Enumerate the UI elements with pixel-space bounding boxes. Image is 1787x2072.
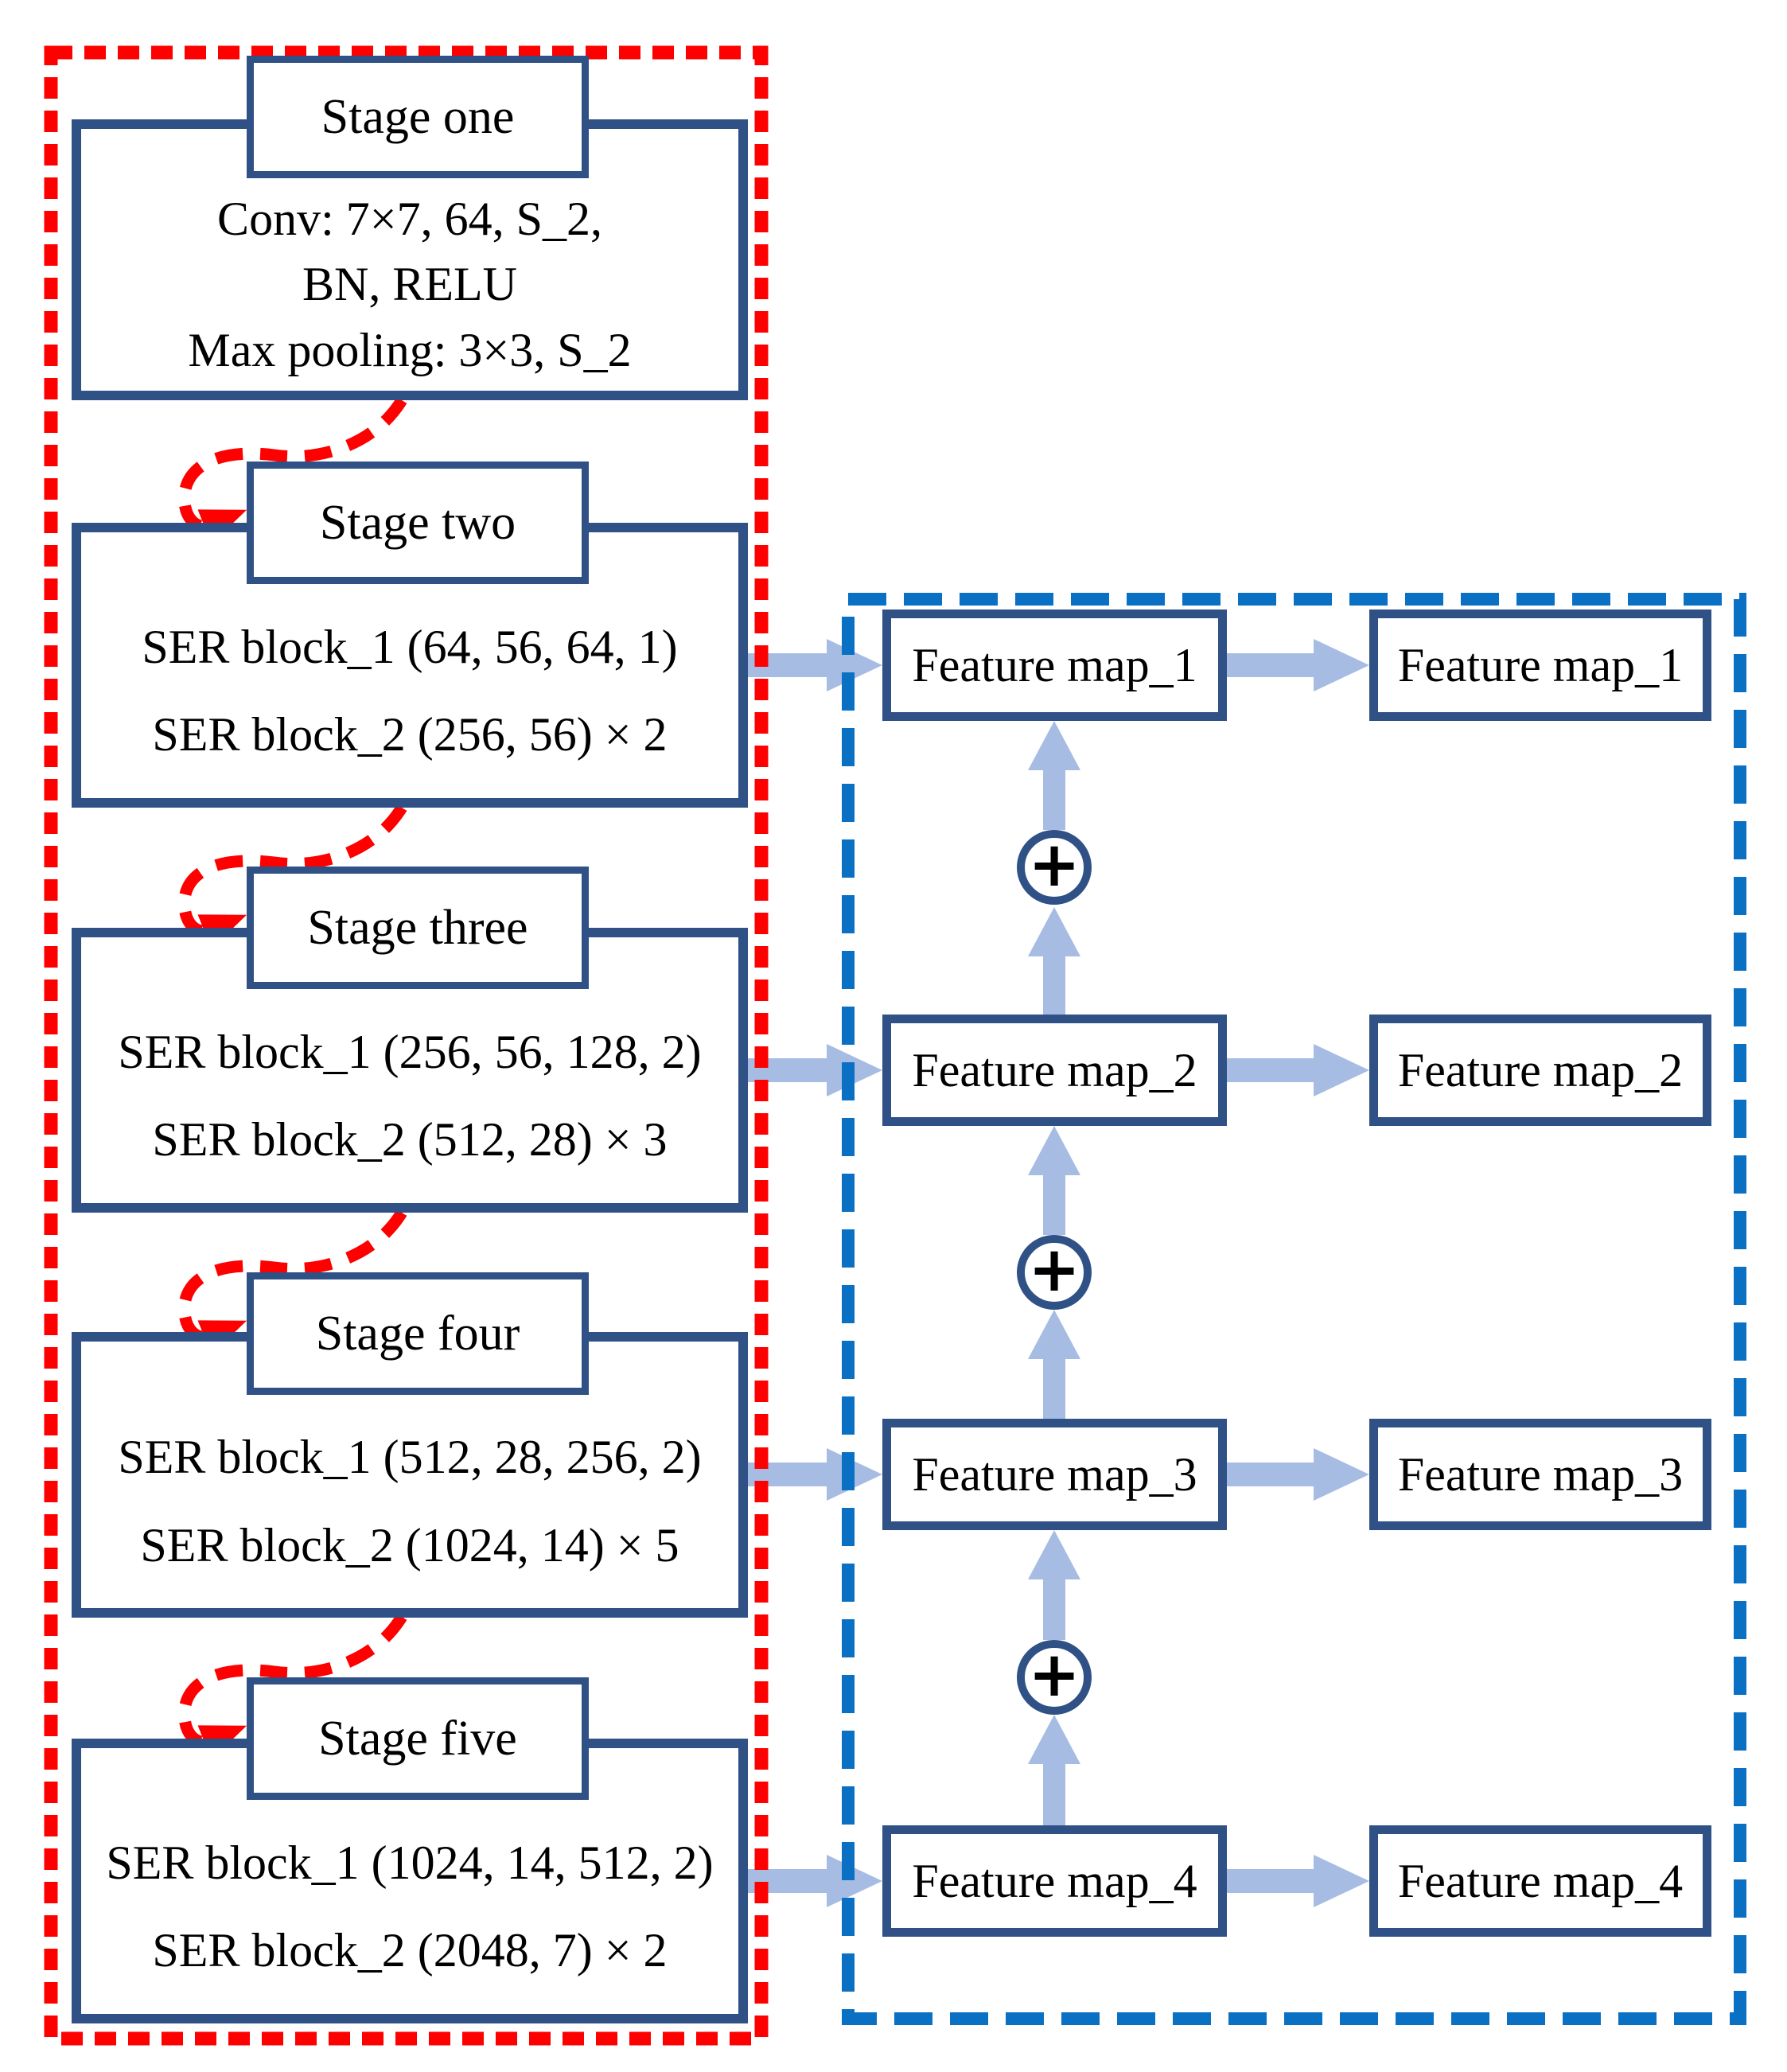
feature-map-1-right-box: Feature map_1 [1369,610,1711,721]
arrow-add-1-to-feature-map-1 [1028,721,1080,830]
feature-map-4-left-box: Feature map_4 [882,1825,1227,1937]
feature-map-3-left-box: Feature map_3 [882,1419,1227,1530]
arrow-feature-map-2-to-add-1 [1028,907,1080,1015]
feature-map-4-left-label: Feature map_4 [912,1854,1197,1907]
stage-five-title: Stage five [247,1677,589,1800]
feature-map-3-right-box: Feature map_3 [1369,1419,1711,1530]
stage-two-line-1: SER block_1 (64, 56, 64, 1) [142,620,678,673]
arrow-stage-three-to-stage-four [178,1209,407,1355]
stage-one-line-1: Conv: 7×7, 64, S_2, [217,192,602,245]
backbone-region-outline [44,45,769,2046]
feature-map-1-right-label: Feature map_1 [1397,638,1684,691]
arrow-feature-map-3-to-add-2 [1028,1310,1080,1419]
add-node-2: + [1017,1235,1092,1310]
stage-three-title-label: Stage three [307,900,528,955]
stage-four-line-2: SER block_2 (1024, 14) × 5 [140,1518,679,1572]
arrow-stage-two-to-stage-three [178,804,407,949]
arrow-add-2-to-feature-map-2 [1028,1126,1080,1235]
stage-one-title-label: Stage one [321,89,515,144]
stage-four-body: SER block_1 (512, 28, 256, 2) SER block_… [81,1395,738,1608]
feature-map-4-right-label: Feature map_4 [1397,1854,1684,1907]
arrow-feature-map-3-out [1227,1448,1369,1501]
stage-three-line-2: SER block_2 (512, 28) × 3 [152,1113,668,1166]
stage-five-body: SER block_1 (1024, 14, 512, 2) SER block… [81,1800,738,2014]
stage-one-line-3: Max pooling: 3×3, S_2 [188,323,632,376]
plus-icon: + [1028,829,1080,901]
stage-one-line-2: BN, RELU [302,258,517,310]
feature-map-2-left-label: Feature map_2 [912,1043,1197,1096]
stage-four-title-label: Stage four [315,1306,520,1361]
feature-map-1-left-label: Feature map_1 [912,638,1197,691]
add-node-1: + [1017,830,1092,905]
feature-map-2-right-label: Feature map_2 [1397,1043,1684,1096]
feature-fusion-region-outline [842,593,1746,2025]
stage-five-line-2: SER block_2 (2048, 7) × 2 [152,1924,668,1977]
stage-three-title: Stage three [247,867,589,989]
stage-five-line-1: SER block_1 (1024, 14, 512, 2) [106,1836,714,1889]
add-node-3: + [1017,1640,1092,1715]
stage-four-title: Stage four [247,1272,589,1395]
upsample-add-arrows [1028,721,1080,1825]
stage-five-title-label: Stage five [318,1711,517,1766]
plus-icon: + [1028,1234,1080,1306]
feature-map-4-right-box: Feature map_4 [1369,1825,1711,1937]
stage-three-box: SER block_1 (256, 56, 128, 2) SER block_… [72,928,748,1213]
arrow-feature-map-2-out [1227,1044,1369,1096]
arrow-feature-map-4-out [1227,1855,1369,1907]
stage-two-line-2: SER block_2 (256, 56) × 2 [152,708,668,761]
plus-icon: + [1028,1639,1080,1711]
arrow-feature-map-4-to-add-3 [1028,1715,1080,1825]
feature-map-3-right-label: Feature map_3 [1397,1447,1684,1501]
arrow-add-3-to-feature-map-3 [1028,1530,1080,1640]
stage-two-title-label: Stage two [319,495,516,550]
stage-one-body: Conv: 7×7, 64, S_2, BN, RELU Max pooling… [81,178,738,391]
arrow-stage-four-to-stage-five [178,1613,407,1760]
feature-to-feature-arrows [1227,639,1369,1907]
feature-map-2-right-box: Feature map_2 [1369,1015,1711,1126]
stage-four-line-1: SER block_1 (512, 28, 256, 2) [118,1431,702,1484]
feature-map-1-left-box: Feature map_1 [882,610,1227,721]
stage-three-line-1: SER block_1 (256, 56, 128, 2) [118,1025,702,1078]
stage-two-title: Stage two [247,462,589,584]
stage-three-body: SER block_1 (256, 56, 128, 2) SER block_… [81,989,738,1203]
feature-map-3-left-label: Feature map_3 [912,1447,1197,1501]
arrow-stage-one-to-stage-two [178,396,407,544]
stage-one-title: Stage one [247,56,589,178]
stage-four-box: SER block_1 (512, 28, 256, 2) SER block_… [72,1332,748,1618]
stage-transition-arrows [178,396,407,1760]
arrow-feature-map-1-out [1227,639,1369,691]
stage-two-body: SER block_1 (64, 56, 64, 1) SER block_2 … [81,584,738,798]
feature-map-2-left-box: Feature map_2 [882,1015,1227,1126]
